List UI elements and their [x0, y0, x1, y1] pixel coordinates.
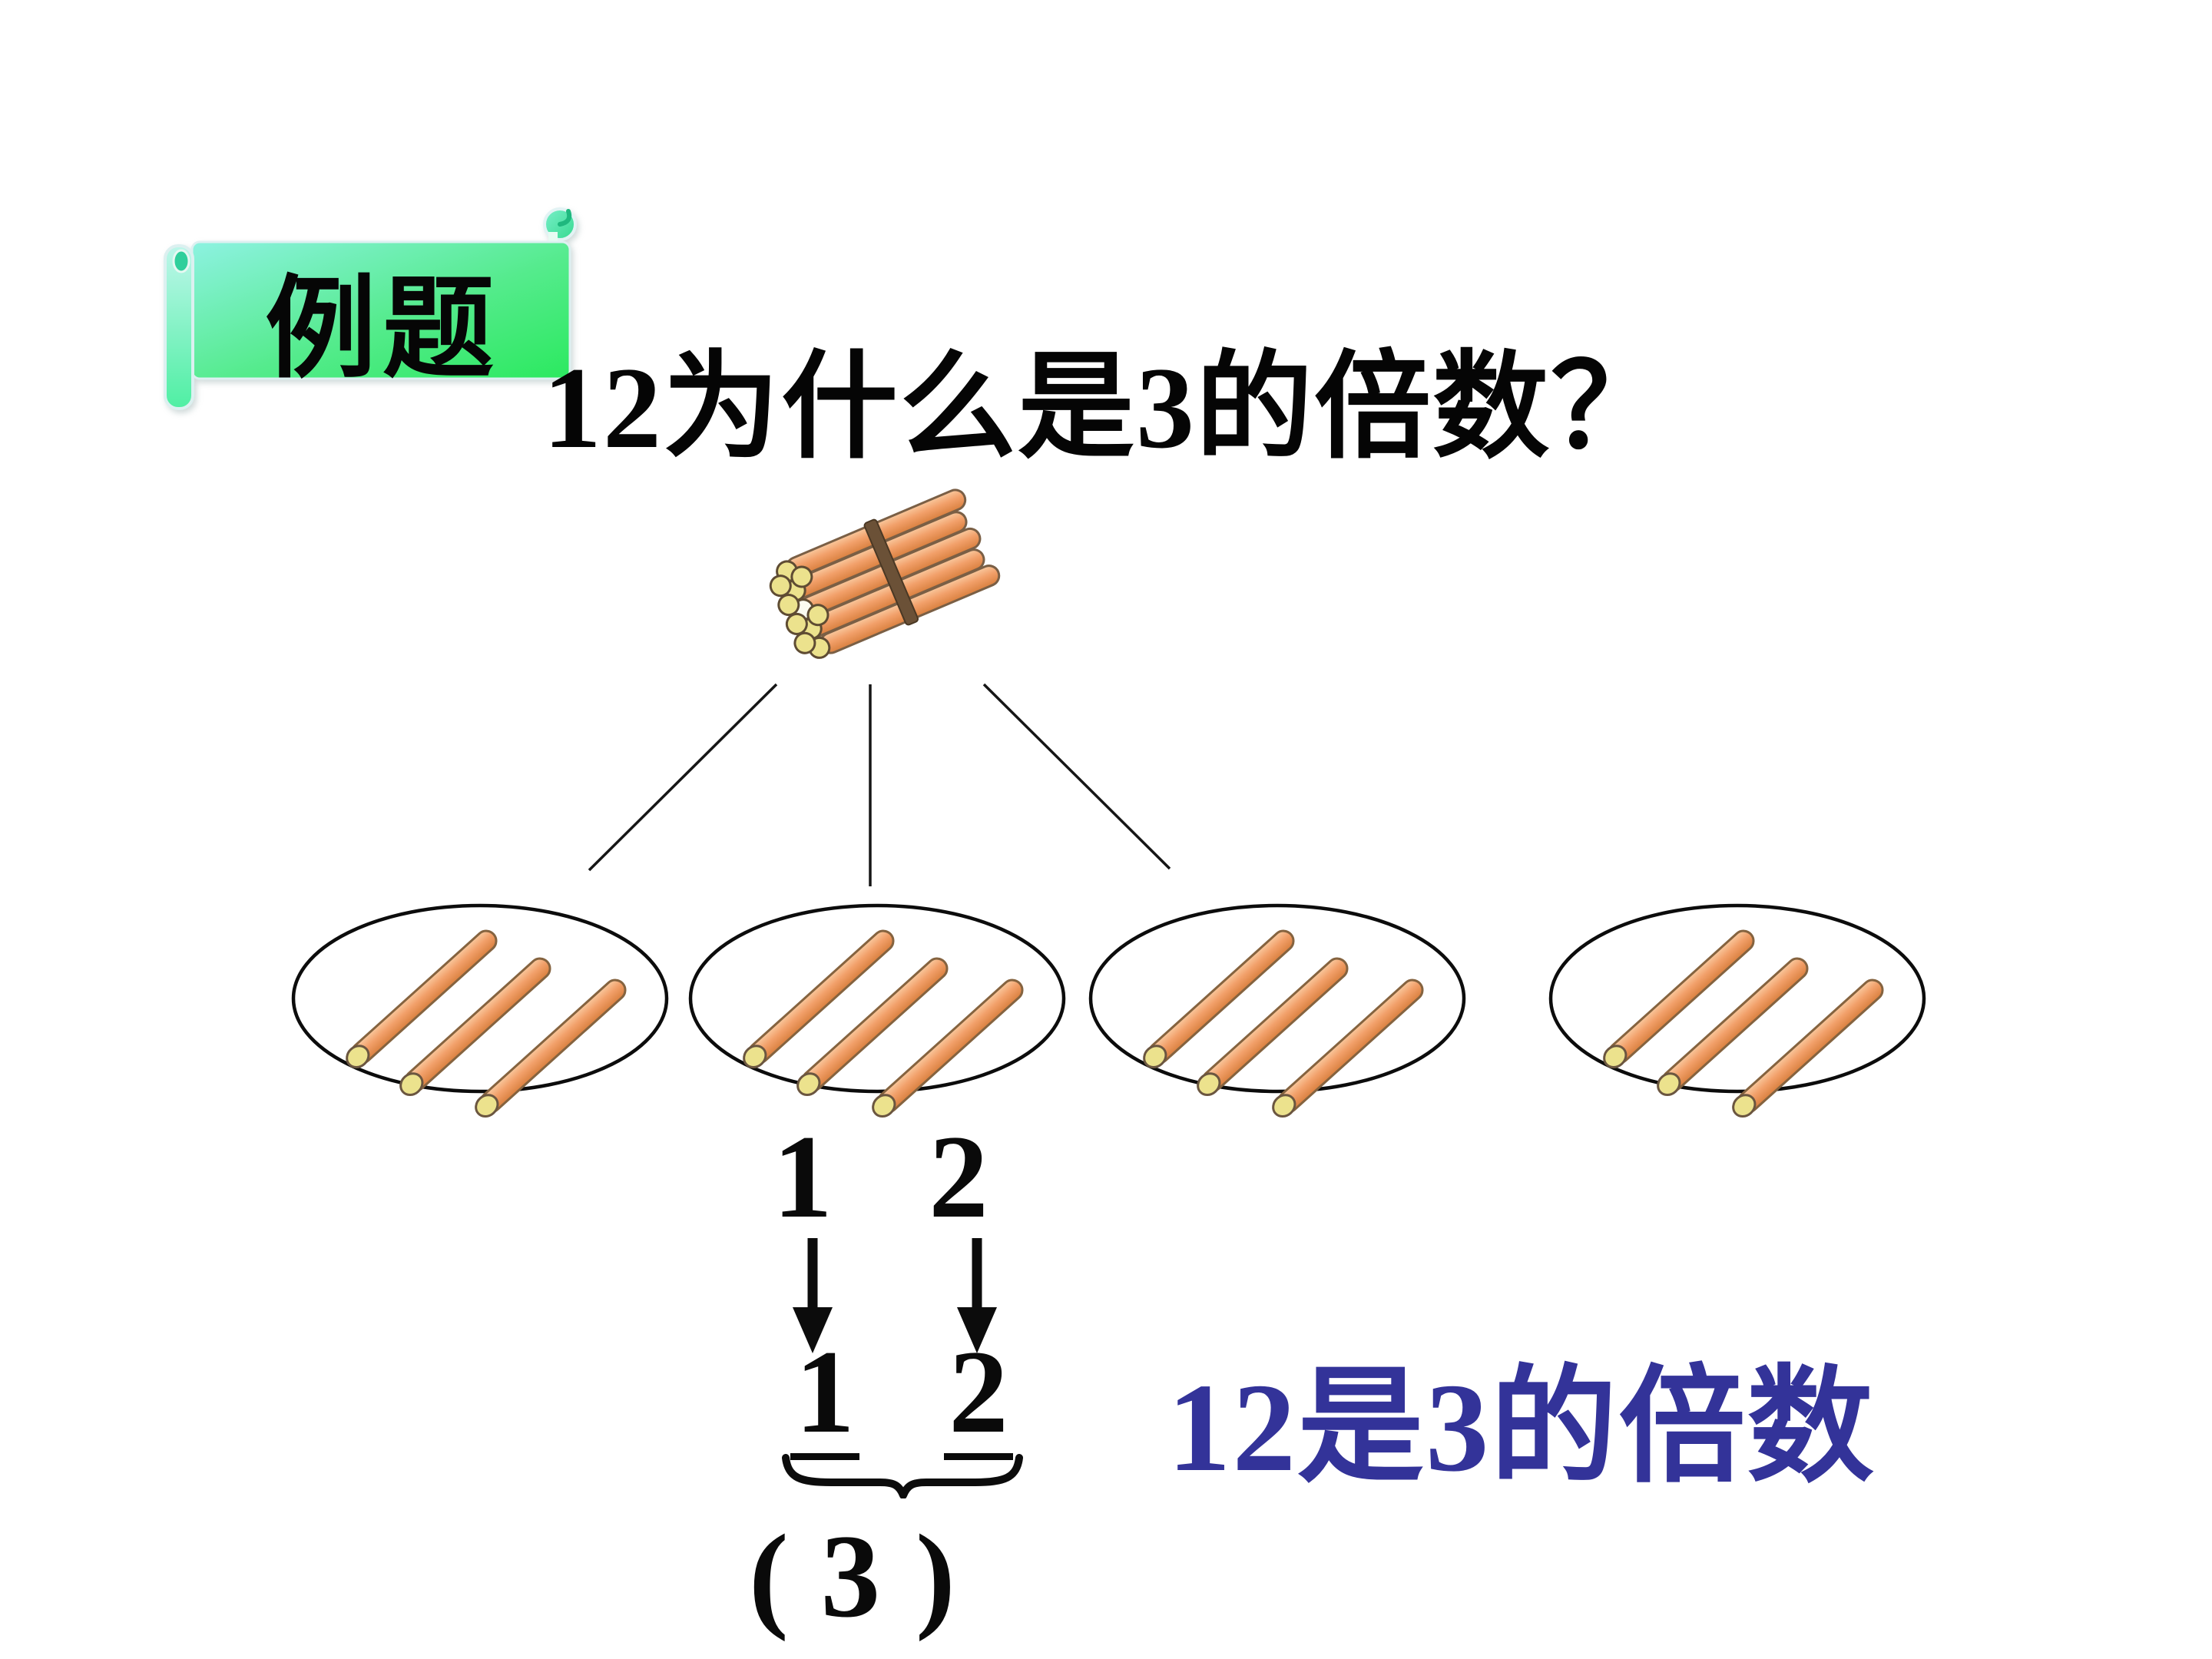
digit-tens-bottom: 1 [779, 1333, 871, 1460]
digit-ones-top: 2 [929, 1111, 988, 1243]
answer-value: 3 [820, 1510, 881, 1642]
example-banner: 例题 [164, 207, 577, 410]
down-arrows [793, 1238, 997, 1353]
bundle-tie-band [863, 518, 919, 626]
stick-group-2 [690, 906, 1064, 1121]
stick-group-1 [293, 906, 667, 1121]
digit-ones-bottom: 2 [932, 1333, 1025, 1460]
conclusion-text: 12是3的倍数 [1167, 1357, 1876, 1498]
stick-group-3 [1091, 906, 1464, 1121]
split-line-right [982, 683, 1171, 870]
stick-group-4 [1551, 906, 1924, 1121]
digit-tens-bottom-value: 1 [790, 1333, 859, 1460]
digit-ones-bottom-value: 2 [944, 1333, 1013, 1460]
split-lines [588, 683, 1171, 886]
stick-groups-row [253, 883, 1982, 1137]
banner-left-roll-icon [164, 244, 194, 410]
banner-label: 例题 [265, 269, 500, 392]
down-arrow-icon [957, 1238, 997, 1353]
banner-top-right-curl-icon [543, 207, 577, 243]
page-title: 12为什么是3的倍数？ [543, 343, 1669, 472]
sticks-bundle-image [769, 488, 1001, 659]
split-line-left [588, 683, 778, 872]
sum-answer: (3) [749, 1517, 955, 1636]
digit-tens-top: 1 [773, 1111, 833, 1243]
down-arrow-icon [793, 1238, 833, 1353]
answer-open-paren: ( [749, 1510, 789, 1642]
bundle-stick-ends [769, 560, 831, 659]
answer-close-paren: ) [916, 1510, 955, 1642]
underbrace [782, 1454, 1023, 1498]
